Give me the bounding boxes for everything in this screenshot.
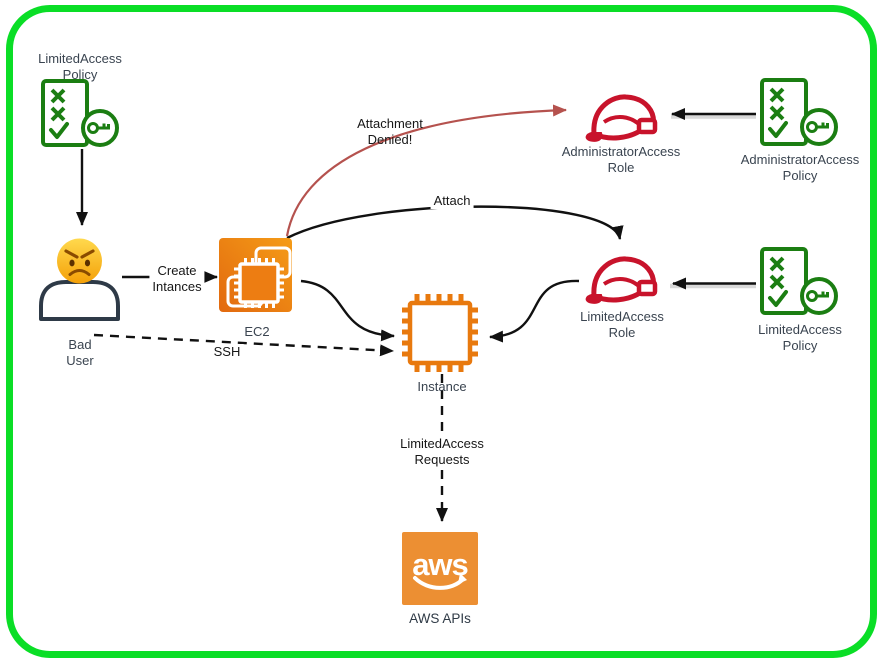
arrow-limited-role-to-instance — [489, 279, 580, 343]
limitedaccess-policy-left-icon — [41, 79, 119, 147]
angry-face-icon — [57, 238, 102, 284]
bad-user-label: Bad User — [66, 337, 94, 368]
administratoraccess-role-icon — [587, 97, 655, 141]
administratoraccess-policy-label: AdministratorAccess Policy — [740, 152, 860, 183]
bad-user-icon — [39, 238, 120, 321]
ssh-edge-label: SSH — [210, 344, 244, 360]
aws-logo-text: aws — [412, 547, 468, 582]
attachment-denied-edge-label: Attachment Denied! — [357, 116, 423, 147]
ec2-label: EC2 — [244, 324, 270, 339]
aws-apis-label: AWS APIs — [409, 611, 471, 626]
limitedaccess-policy-left-label: LimitedAccess Policy — [38, 51, 122, 82]
create-instances-edge-label: Create Intances — [149, 263, 205, 295]
limitedaccess-policy-right-icon — [760, 247, 838, 315]
limitedaccess-role-label: LimitedAccess Role — [580, 309, 664, 340]
arrow-ec2-to-instance — [300, 279, 395, 342]
administratoraccess-role-label: AdministratorAccess Role — [561, 144, 681, 175]
arrow-attachment-denied — [285, 104, 567, 237]
ec2-icon — [219, 238, 292, 312]
limitedaccess-requests-edge-label: LimitedAccess Requests — [397, 436, 487, 468]
limitedaccess-role-icon — [587, 259, 655, 303]
instance-label: Instance — [417, 379, 467, 394]
limitedaccess-policy-right-label: LimitedAccess Policy — [758, 322, 842, 353]
arrow-attach-ec2-to-limited-role — [286, 205, 624, 240]
diagram-border — [6, 5, 877, 658]
arrow-ssh-user-to-instance — [93, 333, 394, 357]
administratoraccess-policy-icon — [760, 78, 838, 146]
aws-apis-icon: aws — [402, 532, 478, 605]
instance-icon — [402, 294, 478, 372]
attach-edge-label: Attach — [430, 193, 474, 209]
